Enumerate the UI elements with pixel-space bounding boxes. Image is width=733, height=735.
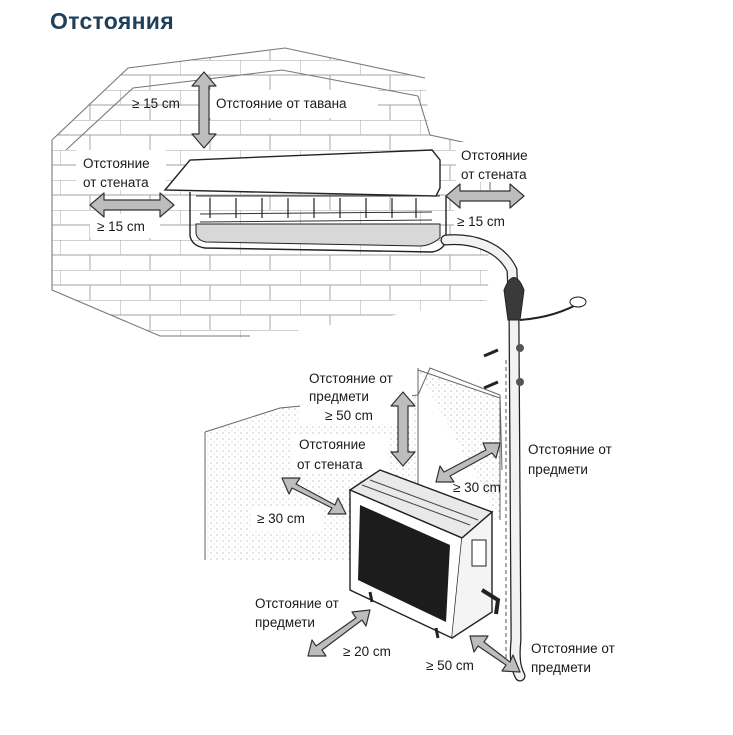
double-arrow-outdoor-top	[390, 391, 416, 467]
right-wall-value-label: ≥ 15 cm	[457, 214, 505, 229]
right-wall-label-line2: от стената	[461, 167, 527, 182]
outdoor-front-label-line1: Отстояние от	[255, 596, 339, 611]
double-arrow-right-wall	[445, 183, 525, 209]
outdoor-side-label-line2: предмети	[528, 462, 588, 477]
double-arrow-outdoor-rear	[469, 635, 521, 673]
double-arrow-outdoor-side	[435, 442, 501, 483]
outdoor-rear-label-line2: предмети	[531, 660, 591, 675]
right-wall-label-line1: Отстояние	[461, 148, 528, 163]
left-wall-label-line2: от стената	[83, 175, 149, 190]
screw-icon	[483, 344, 524, 390]
double-arrow-ceiling	[191, 71, 217, 149]
outdoor-front-label-line2: предмети	[255, 615, 315, 630]
outdoor-rear-label-line1: Отстояние от	[531, 641, 615, 656]
outdoor-top-value-label: ≥ 50 cm	[325, 408, 373, 423]
outdoor-top-label-line1: Отстояние от	[309, 371, 393, 386]
outdoor-side-value-label: ≥ 30 cm	[453, 480, 501, 495]
outdoor-wall-value-label: ≥ 30 cm	[257, 511, 305, 526]
ceiling-distance-label: Отстояние от тавана	[216, 96, 347, 111]
outdoor-rear-value-label: ≥ 50 cm	[426, 658, 474, 673]
ceiling-value-label: ≥ 15 cm	[132, 96, 180, 111]
outdoor-front-value-label: ≥ 20 cm	[343, 644, 391, 659]
outdoor-ac-unit	[348, 469, 501, 640]
left-wall-value-label: ≥ 15 cm	[97, 219, 145, 234]
outdoor-wall-label-line2: от стената	[297, 457, 363, 472]
double-arrow-outdoor-front	[307, 609, 371, 657]
page-title: Отстояния	[50, 8, 174, 34]
indoor-ac-unit	[163, 149, 447, 253]
outdoor-top-label-line2: предмети	[309, 389, 369, 404]
left-wall-label-line1: Отстояние	[83, 156, 150, 171]
double-arrow-outdoor-wall	[281, 477, 347, 515]
double-arrow-left-wall	[89, 192, 175, 218]
outdoor-wall-label-line1: Отстояние	[299, 437, 366, 452]
outdoor-side-label-line1: Отстояние от	[528, 442, 612, 457]
